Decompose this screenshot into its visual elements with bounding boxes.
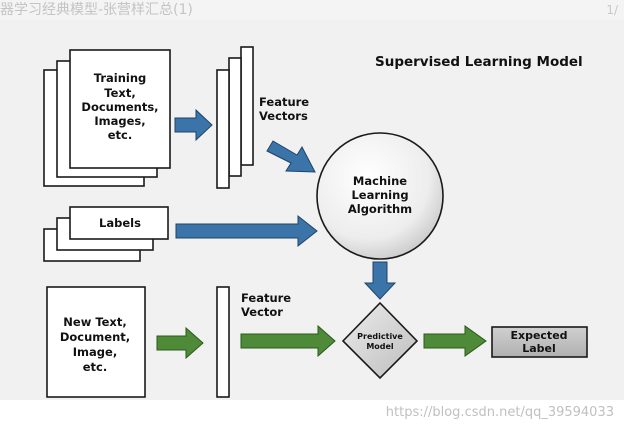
arrow-model-to-label — [423, 325, 487, 357]
arrow-docs-to-vectors — [174, 108, 213, 142]
expected-label-box — [491, 326, 588, 358]
watermark: https://blog.csdn.net/qq_39594033 — [385, 405, 614, 420]
predictive-model-label: Predictive Model — [357, 332, 403, 351]
svg-text:Text,: Text, — [104, 86, 135, 100]
svg-text:Vector: Vector — [241, 305, 283, 319]
svg-text:Machine: Machine — [353, 174, 407, 188]
training-documents-stack — [43, 49, 171, 187]
svg-text:Document,: Document, — [60, 330, 130, 344]
svg-text:Expected: Expected — [510, 329, 567, 342]
top-strip — [0, 0, 624, 20]
svg-text:Documents,: Documents, — [81, 100, 158, 114]
feature-vectors-stack — [216, 46, 254, 189]
arrow-newdoc-to-vector — [156, 326, 204, 360]
machine-learning-algorithm-label: Machine Learning Algorithm — [348, 174, 412, 216]
arrow-vector-to-model — [240, 324, 336, 358]
new-document-label: New Text, Document, Image, etc. — [60, 315, 130, 374]
training-documents-label: Training Text, Documents, Images, etc. — [81, 71, 158, 142]
svg-text:Feature: Feature — [259, 95, 309, 109]
svg-text:Label: Label — [522, 342, 556, 355]
diagram-title: Supervised Learning Model — [375, 54, 583, 70]
feature-vector-label: Feature Vector — [241, 291, 291, 319]
document-title: 器学习经典模型-张营样汇总(1) — [0, 2, 193, 18]
svg-text:New Text,: New Text, — [63, 315, 126, 329]
svg-text:Training: Training — [94, 71, 147, 85]
new-document-box — [46, 286, 146, 398]
expected-label-text: Expected Label — [510, 329, 567, 355]
feature-vector-bar — [216, 286, 230, 398]
svg-text:Vectors: Vectors — [259, 109, 308, 123]
svg-text:Algorithm: Algorithm — [348, 202, 412, 216]
svg-text:Feature: Feature — [241, 291, 291, 305]
feature-vectors-label: Feature Vectors — [259, 95, 309, 123]
svg-text:Learning: Learning — [351, 188, 408, 202]
predictive-model-diamond — [341, 301, 419, 380]
arrow-algorithm-to-model — [363, 261, 397, 300]
arrow-vectors-to-algorithm — [266, 140, 316, 173]
page-indicator: 1/ — [606, 3, 618, 17]
svg-text:Predictive: Predictive — [357, 332, 403, 341]
svg-text:Model: Model — [366, 342, 394, 351]
svg-text:Image,: Image, — [73, 345, 117, 359]
svg-text:Images,: Images, — [94, 114, 145, 128]
machine-learning-algorithm-circle — [316, 132, 444, 260]
svg-text:etc.: etc. — [83, 360, 107, 374]
svg-text:etc.: etc. — [108, 128, 132, 142]
labels-label: Labels — [99, 216, 141, 230]
arrow-labels-to-algorithm — [175, 214, 318, 248]
labels-stack — [43, 206, 169, 262]
